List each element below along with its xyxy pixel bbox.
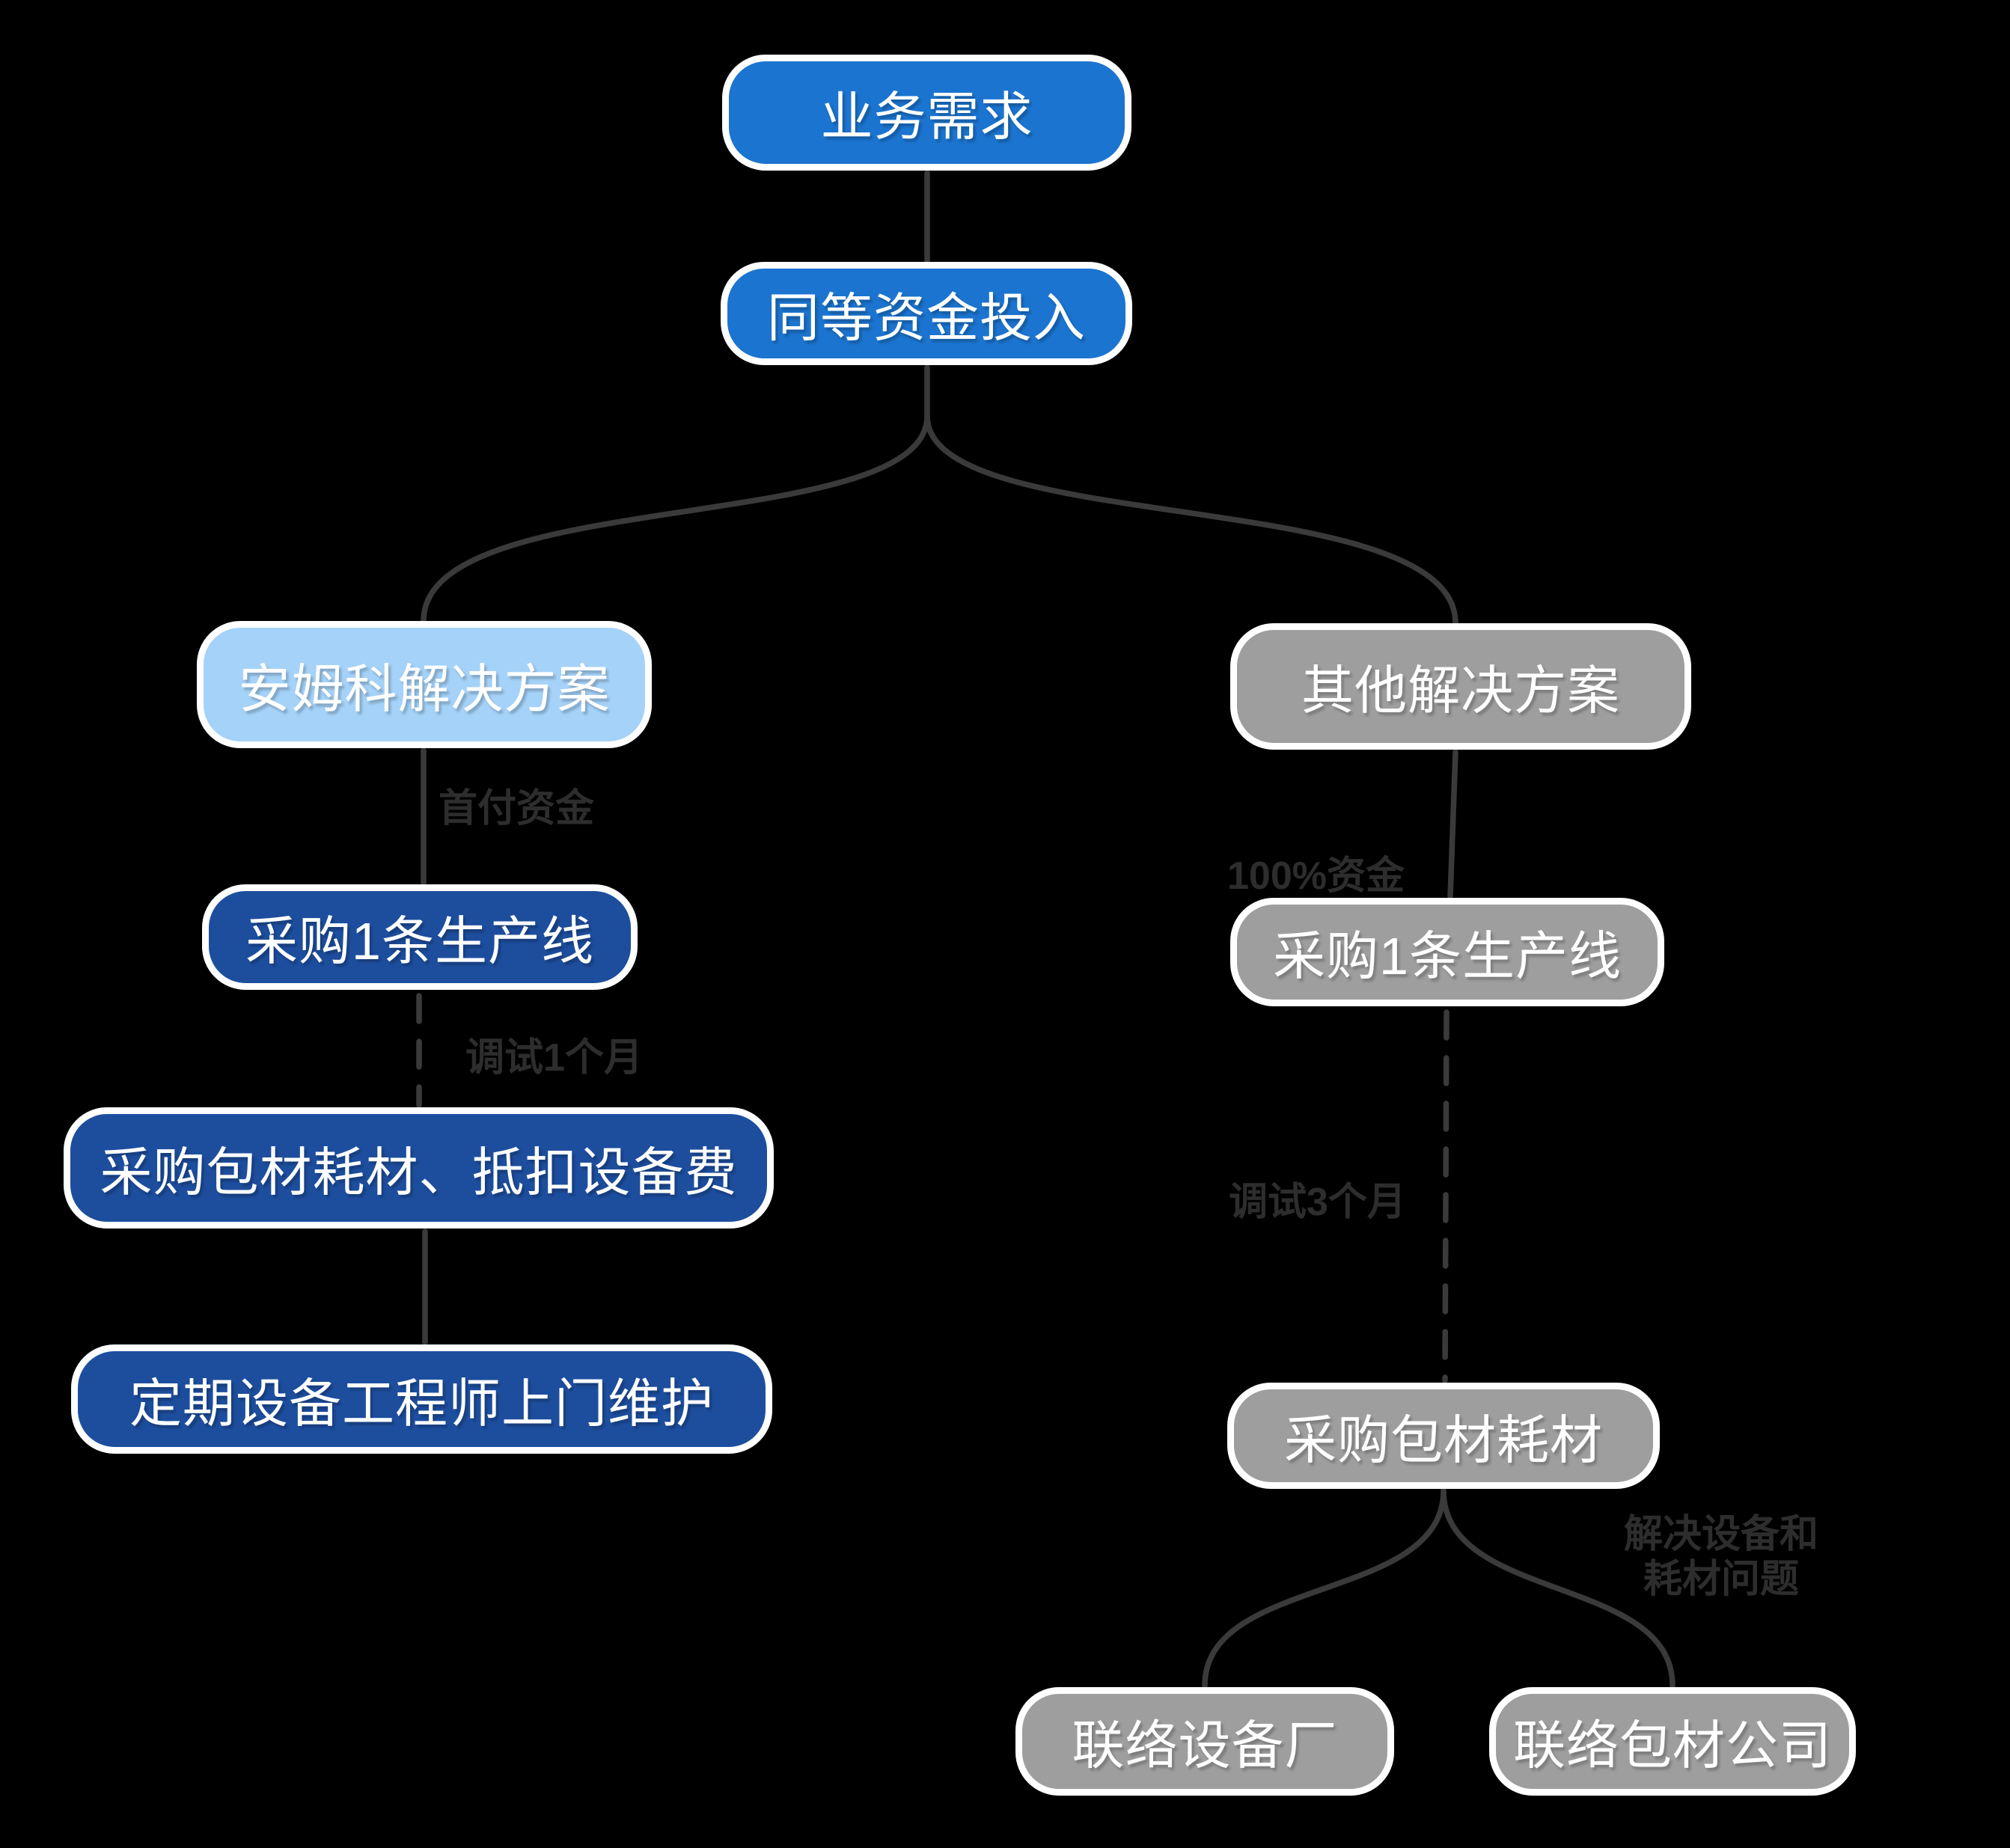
edge-label-debug-3-months: 调试3个月 [1229, 1181, 1406, 1224]
connector-investment-to-amcor-solution [421, 413, 930, 624]
node-contact-packaging-company-label: 联络包材公司 [1513, 1716, 1832, 1775]
node-other-buy-production-line[interactable]: 采购1条生产线 [1230, 898, 1664, 1006]
edge-label-debug-1-month: 调试1个月 [465, 1036, 643, 1080]
node-amcor-buy-production-line-label: 采购1条生产线 [245, 912, 594, 970]
connector-other-solution-to-purchase-line [1447, 749, 1458, 899]
node-regular-engineer-maintenance-label: 定期设备工程师上门维护 [129, 1374, 714, 1433]
node-amcor-solution-label: 安姆科解决方案 [238, 659, 611, 718]
node-other-solution[interactable]: 其他解决方案 [1230, 623, 1691, 750]
edge-label-solve-equipment-materials: 解决设备和 耗材问题 [1609, 1513, 1833, 1603]
connector-materials-to-packaging-company [1441, 1487, 1675, 1689]
edge-label-100-percent-funding: 100%资金 [1227, 854, 1405, 898]
node-contact-equipment-factory[interactable]: 联络设备厂 [1015, 1687, 1394, 1796]
connector-materials-to-equipment-factory [1202, 1487, 1447, 1689]
node-contact-equipment-factory-label: 联络设备厂 [1072, 1716, 1338, 1775]
node-other-buy-materials[interactable]: 采购包材耗材 [1227, 1383, 1660, 1489]
edge-label-down-payment: 首付资金 [439, 787, 595, 830]
connector-other-purchase-line-to-materials [1442, 1009, 1450, 1383]
node-amcor-buy-production-line[interactable]: 采购1条生产线 [202, 884, 638, 990]
node-other-buy-production-line-label: 采购1条生产线 [1273, 927, 1622, 985]
connector-investment-to-other-solution [924, 413, 1458, 626]
node-other-solution-label: 其他解决方案 [1301, 661, 1620, 720]
node-other-buy-materials-label: 采购包材耗材 [1284, 1410, 1603, 1469]
edge-label-solve-equipment-materials-line2: 耗材问题 [1643, 1557, 1799, 1601]
node-buy-materials-offset-equipment[interactable]: 采购包材耗材、抵扣设备费 [64, 1107, 774, 1229]
node-amcor-solution[interactable]: 安姆科解决方案 [197, 621, 652, 748]
node-contact-packaging-company[interactable]: 联络包材公司 [1489, 1687, 1856, 1796]
edge-label-solve-equipment-materials-line1: 解决设备和 [1623, 1513, 1818, 1556]
node-equal-funding-label: 同等资金投入 [767, 288, 1086, 347]
node-equal-funding[interactable]: 同等资金投入 [721, 262, 1132, 365]
node-regular-engineer-maintenance[interactable]: 定期设备工程师上门维护 [71, 1344, 772, 1454]
node-buy-materials-offset-equipment-label: 采购包材耗材、抵扣设备费 [100, 1142, 738, 1202]
node-business-demand-label: 业务需求 [820, 88, 1033, 146]
node-business-demand[interactable]: 业务需求 [722, 55, 1131, 171]
